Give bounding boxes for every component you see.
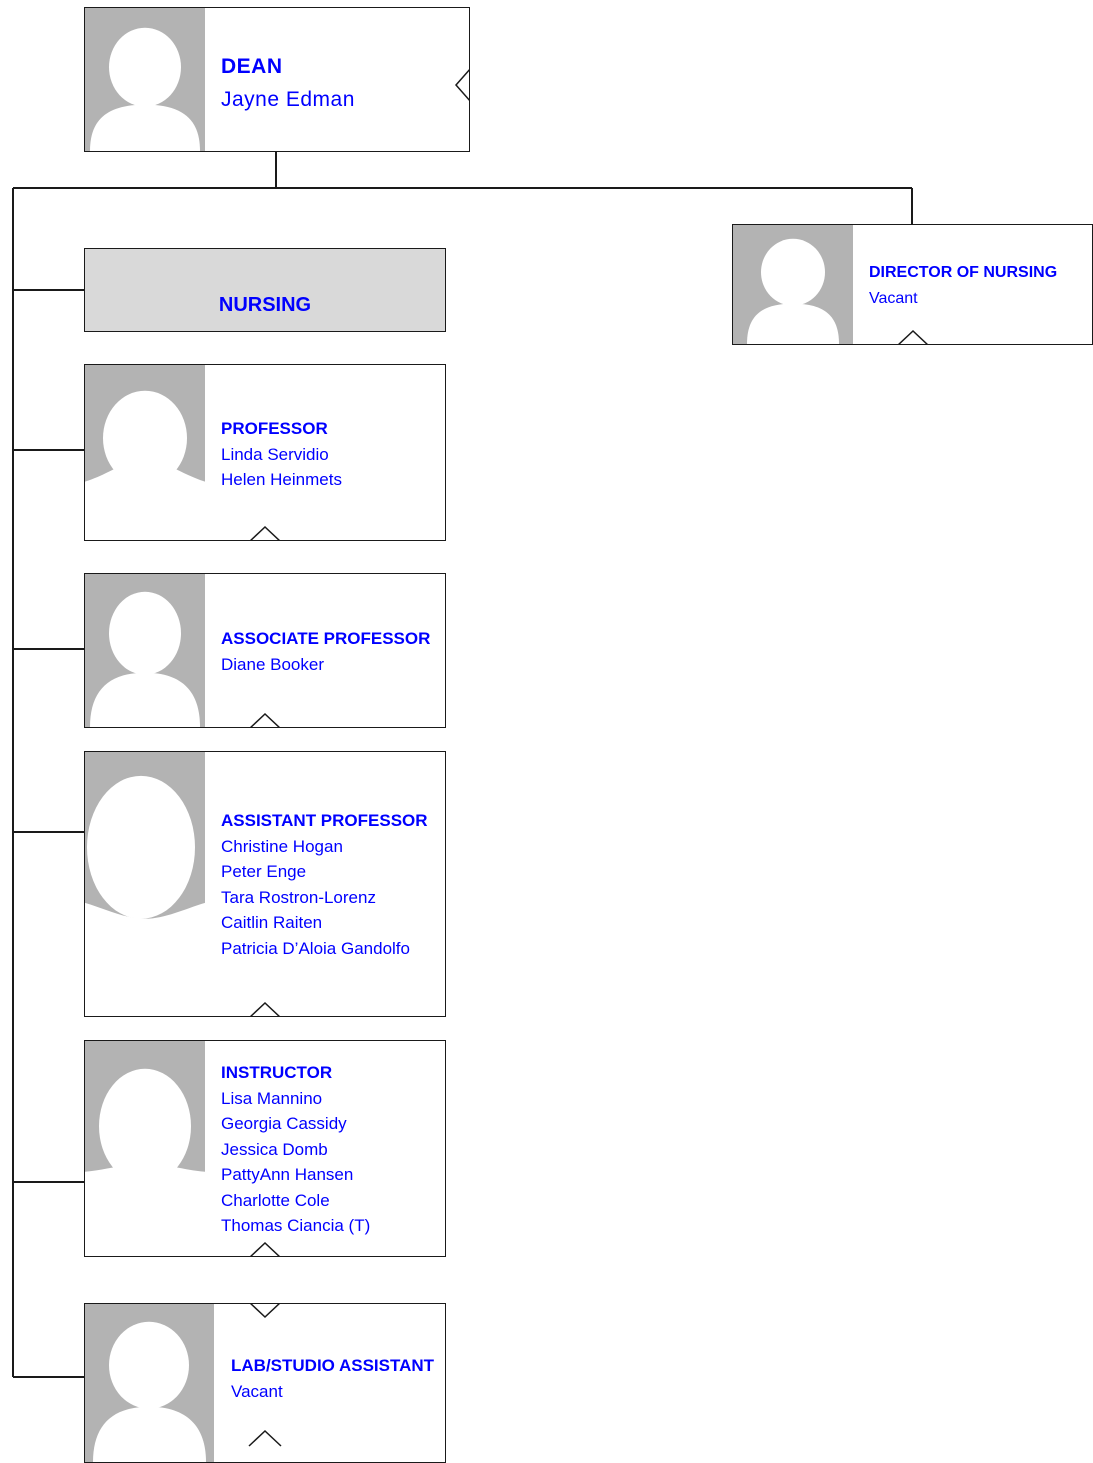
- card-name: Vacant: [869, 289, 918, 307]
- director-card[interactable]: DIRECTOR OF NURSING Vacant: [732, 224, 1093, 345]
- avatar: [85, 574, 205, 727]
- person-icon: [85, 1068, 205, 1256]
- person-icon: [747, 238, 839, 344]
- card-name: Diane Booker: [221, 654, 325, 674]
- expand-notch-icon[interactable]: [249, 1303, 281, 1319]
- card-name: Lisa Mannino: [221, 1088, 323, 1108]
- professor-card[interactable]: PROFESSOR Linda Servidio Helen Heinmets: [84, 364, 446, 541]
- department-label: NURSING: [218, 294, 312, 316]
- card-name: Patricia D’Aloia Gandolfo: [221, 938, 410, 958]
- associate-professor-card[interactable]: ASSOCIATE PROFESSOR Diane Booker: [84, 573, 446, 728]
- card-name: Linda Servidio: [221, 444, 329, 464]
- card-title: DIRECTOR OF NURSING: [869, 264, 1058, 281]
- card-name: Peter Enge: [221, 862, 307, 881]
- avatar: [85, 8, 205, 151]
- avatar: [85, 365, 205, 540]
- avatar: [85, 1304, 214, 1462]
- card-title: ASSOCIATE PROFESSOR: [221, 629, 431, 648]
- dean-card[interactable]: DEAN Jayne Edman: [84, 7, 470, 152]
- instructor-card[interactable]: INSTRUCTOR Lisa Mannino Georgia Cassidy …: [84, 1040, 446, 1257]
- card-name: Charlotte Cole: [221, 1190, 330, 1210]
- collapse-notch-icon[interactable]: [248, 1429, 282, 1447]
- department-banner[interactable]: NURSING: [84, 248, 446, 332]
- card-name: Jessica Domb: [221, 1139, 328, 1159]
- collapse-notch-icon[interactable]: [249, 1001, 281, 1017]
- person-icon: [90, 27, 200, 151]
- person-icon: [85, 390, 205, 540]
- card-name: Jayne Edman: [221, 88, 355, 111]
- person-icon: [93, 1321, 206, 1462]
- card-name: Thomas Ciancia (T): [221, 1216, 371, 1235]
- avatar: [85, 752, 205, 1016]
- card-title: LAB/STUDIO ASSISTANT: [231, 1356, 435, 1375]
- collapse-notch-icon[interactable]: [249, 525, 281, 541]
- person-icon: [90, 591, 200, 727]
- avatar: [733, 225, 853, 344]
- card-title: ASSISTANT PROFESSOR: [221, 811, 428, 830]
- card-name: PattyAnn Hansen: [221, 1165, 354, 1184]
- person-icon: [85, 775, 205, 1016]
- card-name: Vacant: [231, 1381, 283, 1401]
- card-name: Helen Heinmets: [221, 470, 342, 489]
- card-title: INSTRUCTOR: [221, 1063, 333, 1082]
- card-name: Georgia Cassidy: [221, 1114, 347, 1133]
- collapse-notch-icon[interactable]: [454, 68, 470, 102]
- card-name: Tara Rostron-Lorenz: [221, 887, 376, 907]
- collapse-notch-icon[interactable]: [249, 1241, 281, 1257]
- card-title: DEAN: [221, 55, 283, 78]
- avatar: [85, 1041, 205, 1256]
- card-name: Caitlin Raiten: [221, 913, 323, 932]
- collapse-notch-icon[interactable]: [897, 329, 929, 345]
- assistant-professor-card[interactable]: ASSISTANT PROFESSOR Christine Hogan Pete…: [84, 751, 446, 1017]
- collapse-notch-icon[interactable]: [249, 712, 281, 728]
- lab-studio-assistant-card[interactable]: LAB/STUDIO ASSISTANT Vacant: [84, 1303, 446, 1463]
- card-name: Christine Hogan: [221, 836, 343, 856]
- card-title: PROFESSOR: [221, 419, 328, 438]
